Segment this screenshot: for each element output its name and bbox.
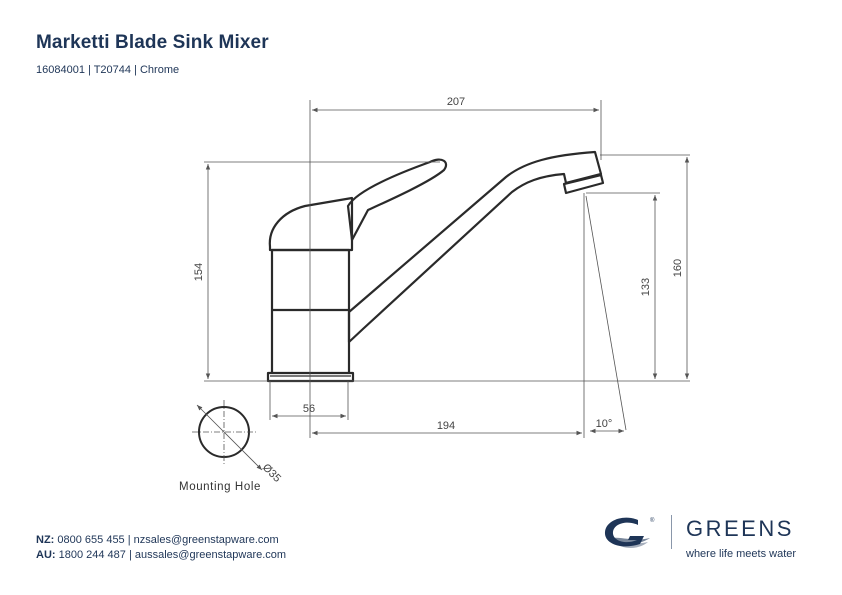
tap-base [266, 371, 355, 383]
dimension-lines [204, 100, 690, 438]
au-label: AU: [36, 549, 56, 561]
greens-logo-icon: ® [604, 517, 655, 548]
nz-label: NZ: [36, 534, 55, 546]
tap-outline [266, 150, 605, 383]
tap-spout [347, 150, 603, 344]
tap-dome [268, 196, 354, 252]
svg-text:®: ® [650, 517, 655, 524]
dim-body-height: 154 [193, 263, 205, 281]
tap-body [270, 248, 351, 373]
page-title: Marketti Blade Sink Mixer [36, 32, 269, 53]
dim-spout-height: 133 [640, 278, 652, 296]
dim-reach: 207 [447, 96, 465, 108]
mounting-hole-label: Mounting Hole [179, 481, 261, 493]
nz-details: 0800 655 455 | nzsales@greenstapware.com [57, 534, 279, 546]
contact-au: AU: 1800 244 487 | aussales@greenstapwar… [36, 549, 286, 561]
technical-drawing: 207 154 160 133 56 194 10° Ø35 Mounting … [179, 96, 690, 493]
logo-divider [671, 515, 672, 549]
contact-nz: NZ: 0800 655 455 | nzsales@greenstapware… [36, 534, 279, 546]
tap-lever [346, 158, 448, 242]
dim-hole-diameter: Ø35 [260, 462, 283, 485]
dim-spray-angle: 10° [596, 418, 613, 430]
product-codes: 16084001 | T20744 | Chrome [36, 64, 180, 76]
mounting-hole-diagram: Ø35 Mounting Hole [179, 400, 283, 493]
au-details: 1800 244 487 | aussales@greenstapware.co… [58, 549, 287, 561]
dim-base-diameter: 56 [303, 403, 315, 415]
dimension-labels: 207 154 160 133 56 194 10° [193, 96, 684, 432]
brand-name: GREENS [686, 516, 794, 541]
dim-spout-reach: 194 [437, 420, 455, 432]
tap-aerator [562, 173, 605, 195]
brand-tagline: where life meets water [686, 548, 797, 560]
dim-overall-height: 160 [672, 259, 684, 277]
